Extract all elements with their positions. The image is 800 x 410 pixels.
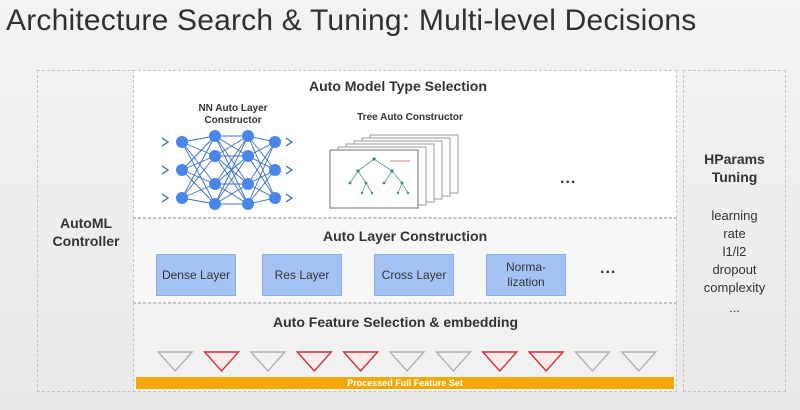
nn-input-arrow [161,137,170,147]
nn-neuron [242,178,254,190]
tree-card-stack [329,134,459,209]
nn-connection [181,141,216,205]
hparams-section [683,70,786,392]
nn-neuron [209,178,221,190]
nn-neuron [269,192,281,204]
nn-output-arrow [285,193,294,203]
nn-connection [214,135,249,185]
nn-connection [247,141,276,185]
more-models-ellipsis: ... [560,170,577,187]
feature-triangles [156,351,658,373]
nn-input-arrow [161,193,170,203]
nn-connection [247,141,276,205]
controller-label: AutoML Controller [52,215,120,249]
unselected-feature-triangle [620,351,658,373]
dense-layer-box: Dense Layer [156,254,236,296]
nn-neuron [242,150,254,162]
nn-input-arrow [161,165,170,175]
hparam-complexity: complexity [703,280,766,295]
neural-network-diagram [161,130,294,210]
more-layers-ellipsis: ... [600,260,617,277]
slide-title: Architecture Search & Tuning: Multi-leve… [6,4,697,37]
selected-feature-triangle [481,351,519,373]
res-layer-box: Res Layer [262,254,342,296]
unselected-feature-triangle [156,351,194,373]
selected-feature-triangle [342,351,380,373]
selected-feature-triangle [202,351,241,373]
nn-constructor-label: NN Auto Layer Constructor [198,103,268,126]
hparam-dropout: dropout [712,262,757,277]
hparam-ellipsis: ... [729,300,740,315]
nn-neuron [209,130,221,142]
processed-feature-set-bar: Processed Full Feature Set [136,377,674,389]
nn-connection [214,183,249,205]
nn-connection [181,169,216,205]
decision-tree-icon [349,158,409,194]
nn-connection [247,169,276,205]
unselected-feature-triangle [434,351,472,373]
nn-connection [181,135,216,171]
hparam-rate: rate [723,226,746,241]
unselected-feature-triangle [249,351,287,373]
nn-output-arrow [285,137,294,147]
layer-construction-title: Auto Layer Construction [323,228,488,244]
nn-neuron [242,130,254,142]
nn-connection [181,155,216,199]
nn-connection [247,135,276,199]
tree-constructor-label: Tree Auto Constructor [357,112,463,123]
feature-selection-title: Auto Feature Selection & embedding [273,314,519,330]
nn-connection [214,155,249,205]
nn-neuron [242,198,254,210]
nn-neuron [176,136,188,148]
tree-constructor-diagram [329,134,459,209]
nn-neuron [176,192,188,204]
cross-layer-box: Cross Layer [374,254,454,296]
hparam-learning: learning [711,208,758,223]
selected-feature-triangle [295,351,333,373]
nn-neuron [269,164,281,176]
selected-feature-triangle [527,351,565,373]
nn-neuron [209,198,221,210]
nn-neuron [209,150,221,162]
normalization-layer-box: Norma- lization [486,254,566,296]
nn-connection [214,135,249,157]
unselected-feature-triangle [573,351,612,373]
nn-output-arrow [285,165,294,175]
unselected-feature-triangle [388,351,426,373]
nn-neuron [269,136,281,148]
model-type-title: Auto Model Type Selection [309,78,487,94]
hparam-l1-l2: l1/l2 [722,244,747,259]
nn-neuron [176,164,188,176]
hparams-title: HParams Tuning [704,151,765,185]
nn-connection [214,135,249,205]
nn-connection [181,135,216,199]
nn-connection [247,135,276,171]
